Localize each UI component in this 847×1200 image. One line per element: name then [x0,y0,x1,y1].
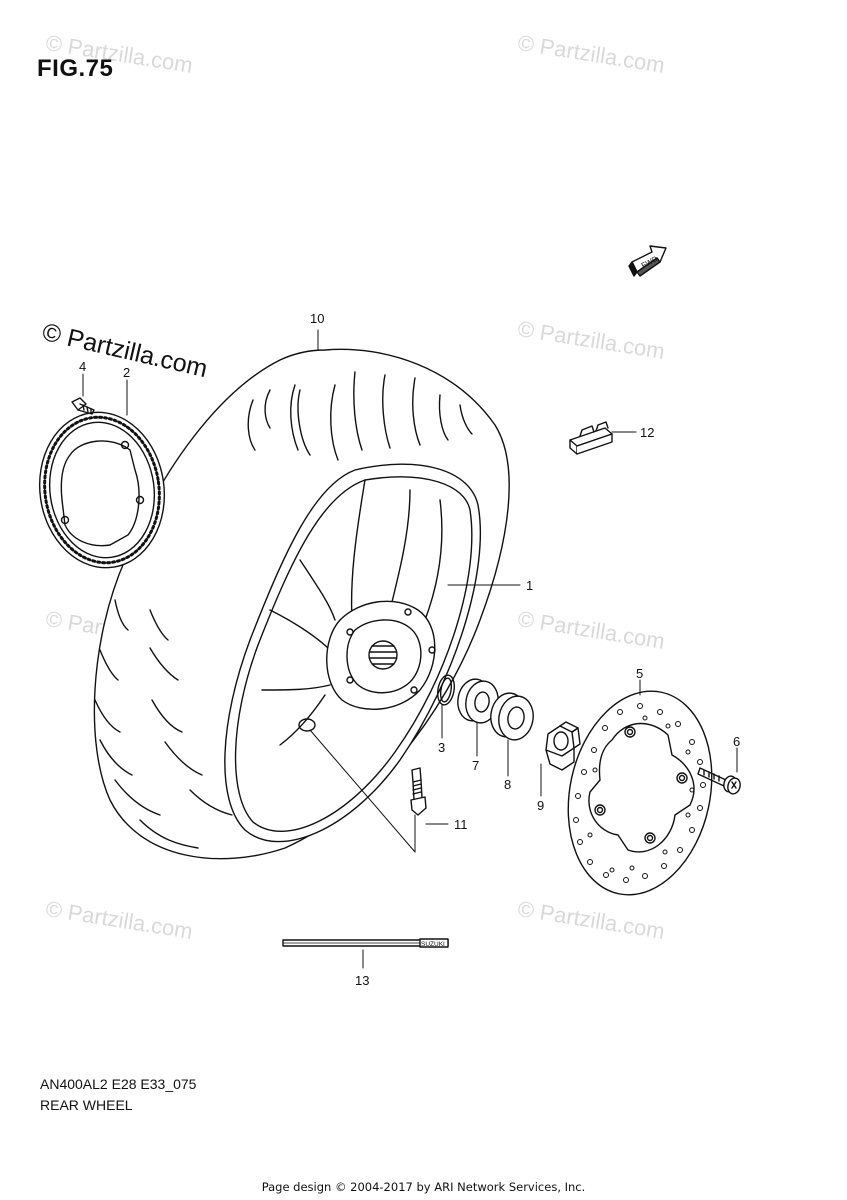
washer [490,692,534,741]
callout-13: 13 [355,973,369,988]
spacer [457,678,499,724]
callout-12: 12 [640,425,654,440]
wheel-hub [261,479,443,746]
tire-valve [410,767,427,816]
callout-numbers: 1 2 3 4 5 6 7 8 9 10 11 12 13 [79,311,740,988]
fwd-arrow-icon: FWD [628,245,667,277]
strip-label: SUZUKI [421,941,445,948]
balance-weight [569,421,613,455]
tire [93,348,510,860]
callout-9: 9 [537,798,544,813]
callout-10: 10 [310,311,324,326]
callout-5: 5 [636,666,643,681]
leader-lines [82,329,738,969]
callout-11: 11 [454,817,468,832]
callout-3: 3 [438,740,445,755]
bolt-small [71,397,95,415]
callout-7: 7 [472,758,479,773]
callout-6: 6 [733,734,740,749]
callout-4: 4 [79,359,86,374]
page-footer: Page design © 2004-2017 by ARI Network S… [261,1180,586,1194]
callout-2: 2 [123,365,130,380]
axle-nut [545,721,581,771]
callout-1: 1 [526,578,533,593]
figure-title: FIG.75 [37,55,114,82]
diagram-code: AN400AL2 E28 E33_075 [40,1076,197,1092]
diagram-caption: REAR WHEEL [40,1097,133,1113]
callout-8: 8 [504,777,511,792]
rim-tape-strip: SUZUKI [282,938,449,948]
o-ring [437,674,455,706]
brake-disc [567,690,713,896]
disc-bolt [697,767,741,795]
